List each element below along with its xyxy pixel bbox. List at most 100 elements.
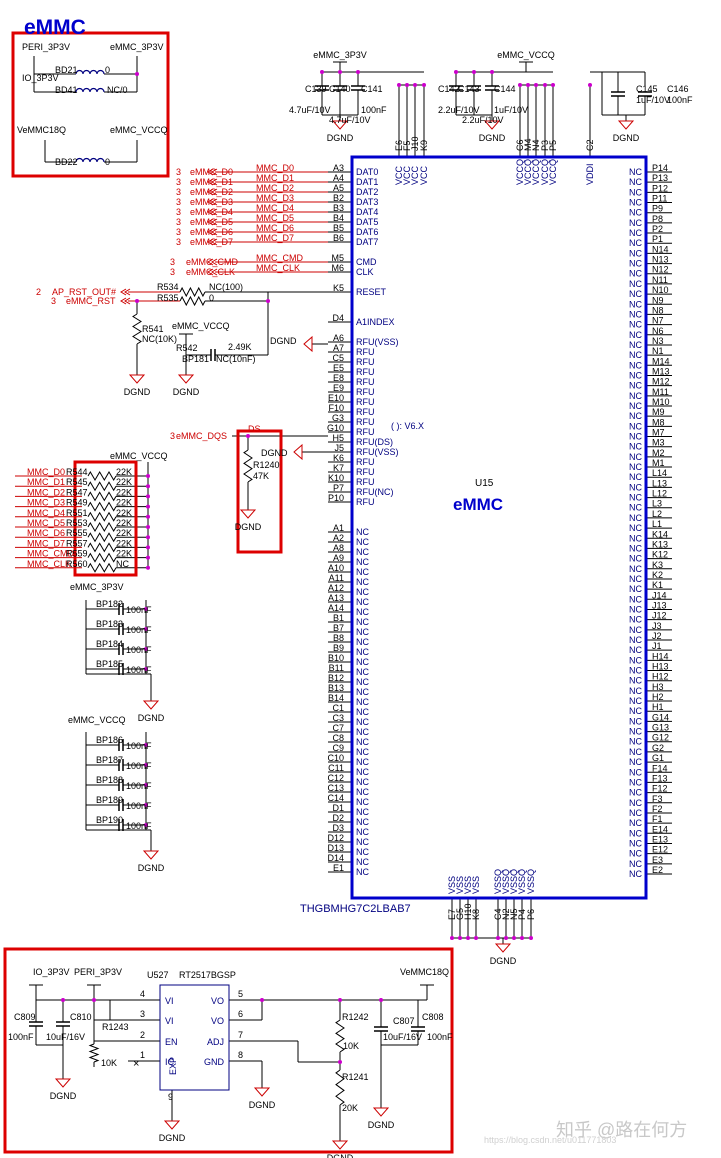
chip-pin-name: ADJ [207, 1037, 224, 1047]
chip-pin-name: NC [629, 849, 642, 859]
chip-pin-number: P9 [652, 204, 663, 214]
sheet-number: 3 [176, 207, 181, 217]
chip-pin-number: N9 [652, 295, 664, 305]
junction-dot [534, 83, 538, 87]
resistor-value: 22K [116, 508, 132, 518]
signal-net-label: MMC_D1 [256, 173, 294, 183]
chip-pin-number: A10 [328, 563, 344, 573]
cap-value: 100nF [126, 665, 152, 675]
cap-ref: BP186 [96, 735, 123, 745]
chip-pin-number: H3 [652, 682, 664, 692]
chip-pin-name: RESET [356, 287, 387, 297]
chip-pin-number: D12 [327, 833, 344, 843]
chip-pin-number: G14 [652, 712, 669, 722]
chip-pin-number: N3 [652, 336, 664, 346]
chip-part-number: THGBMHG7C2LBAB7 [300, 903, 411, 915]
chip-pin-name: RFU(VSS) [356, 337, 399, 347]
signal-port-label: eMMC_D0 [190, 167, 233, 177]
chip-pin-name: NC [356, 597, 369, 607]
chip-pin-name: RFU [356, 457, 375, 467]
ground-symbol [163, 1120, 181, 1130]
chip-pin-name: NC [356, 557, 369, 567]
chip-pin-name: DAT5 [356, 217, 378, 227]
chip-pin-name: NC [629, 177, 642, 187]
chip-pin-name: NC [629, 503, 642, 513]
ground-label: DGND [235, 522, 262, 532]
resistor-ref: R557 [66, 538, 88, 548]
chip-pin-name: NC [629, 421, 642, 431]
chip-pin-number: K8 [471, 909, 481, 920]
chip-pin-name: CMD [356, 257, 377, 267]
junction-dot [144, 783, 148, 787]
chip-pin-name: RFU [356, 427, 375, 437]
ground-label: DGND [327, 1153, 354, 1158]
chip-pin-number: E7 [447, 909, 457, 920]
chip-pin-number: 8 [238, 1050, 243, 1060]
chip-pin-name: RFU [356, 477, 375, 487]
sheet-number: 3 [170, 431, 175, 441]
chip-pin-name: RFU [356, 397, 375, 407]
signal-net-label: MMC_D2 [256, 183, 294, 193]
ground-symbol [331, 1140, 349, 1150]
chip-pin-number: C2 [585, 139, 595, 151]
chip-pin-number: N1 [652, 346, 664, 356]
resistor-value: 2.49K [228, 342, 252, 352]
off-sheet-port [120, 297, 131, 305]
chip-pin-number: H2 [652, 692, 664, 702]
ground-label: DGND [50, 1091, 77, 1101]
chip-pin-name: VO [211, 1016, 224, 1026]
ground-symbol [128, 374, 146, 384]
chip-pin-number: E9 [333, 383, 344, 393]
chip-pin-number: H12 [652, 672, 669, 682]
chip-pin-number: D2 [332, 813, 344, 823]
chip-pin-name: DAT6 [356, 227, 378, 237]
cap-value: 100nF [361, 105, 387, 115]
resistor-value: 22K [116, 498, 132, 508]
regulator-body [159, 984, 230, 1091]
cap-ref: BP190 [96, 815, 123, 825]
signal-net-label: MMC_CMD [256, 253, 303, 263]
chip-pin-number: A4 [333, 173, 344, 183]
junction-dot [520, 936, 524, 940]
cap-ref: C140 [329, 84, 351, 94]
chip-pin-name: NC [629, 747, 642, 757]
resistor-ref: R1240 [253, 460, 280, 470]
junction-dot [260, 998, 264, 1002]
chip-pin-name: RFU [356, 467, 375, 477]
chip-pin-number: N5 [509, 908, 519, 920]
chip-pin-name: NC [356, 577, 369, 587]
off-sheet-port [207, 208, 218, 216]
chip-pin-name: NC [629, 727, 642, 737]
chip-pin-name: NC [629, 513, 642, 523]
chip-pin-number: M8 [652, 417, 665, 427]
ground-label: DGND [261, 448, 288, 458]
signal-port-label: eMMC_D4 [190, 207, 233, 217]
signal-port-label: eMMC_D3 [190, 197, 233, 207]
signal-port-label: eMMC_CMD [186, 257, 239, 267]
chip-pin-number: L3 [652, 499, 662, 509]
chip-pin-name: NC [629, 635, 642, 645]
power-net-label: PERI_3P3V [74, 967, 122, 977]
chip-pin-number: F5 [402, 140, 412, 151]
resistor-ref: R541 [142, 324, 164, 334]
chip-pin-name: NC [629, 472, 642, 482]
junction-dot [405, 83, 409, 87]
ground-symbol [483, 120, 501, 130]
signal-port-label: eMMC_D7 [190, 237, 233, 247]
chip-pin-name: NC [356, 667, 369, 677]
chip-pin-number: A14 [328, 603, 344, 613]
chip-pin-number: D4 [332, 313, 344, 323]
chip-pin-name: VI [165, 1016, 174, 1026]
chip-pin-number: C13 [327, 783, 344, 793]
junction-dot [320, 70, 324, 74]
chip-pin-name: RFU(VSS) [356, 447, 399, 457]
chip-pin-name: NC [629, 259, 642, 269]
bead-ref: BD22 [55, 157, 78, 167]
resistor-ref: R1243 [102, 1022, 129, 1032]
junction-dot [397, 83, 401, 87]
chip-pin-number: A11 [329, 573, 344, 583]
chip-pin-name: NC [629, 859, 642, 869]
power-net-label: IO_3P3V [33, 967, 70, 977]
cap-ref: C141 [361, 84, 383, 94]
